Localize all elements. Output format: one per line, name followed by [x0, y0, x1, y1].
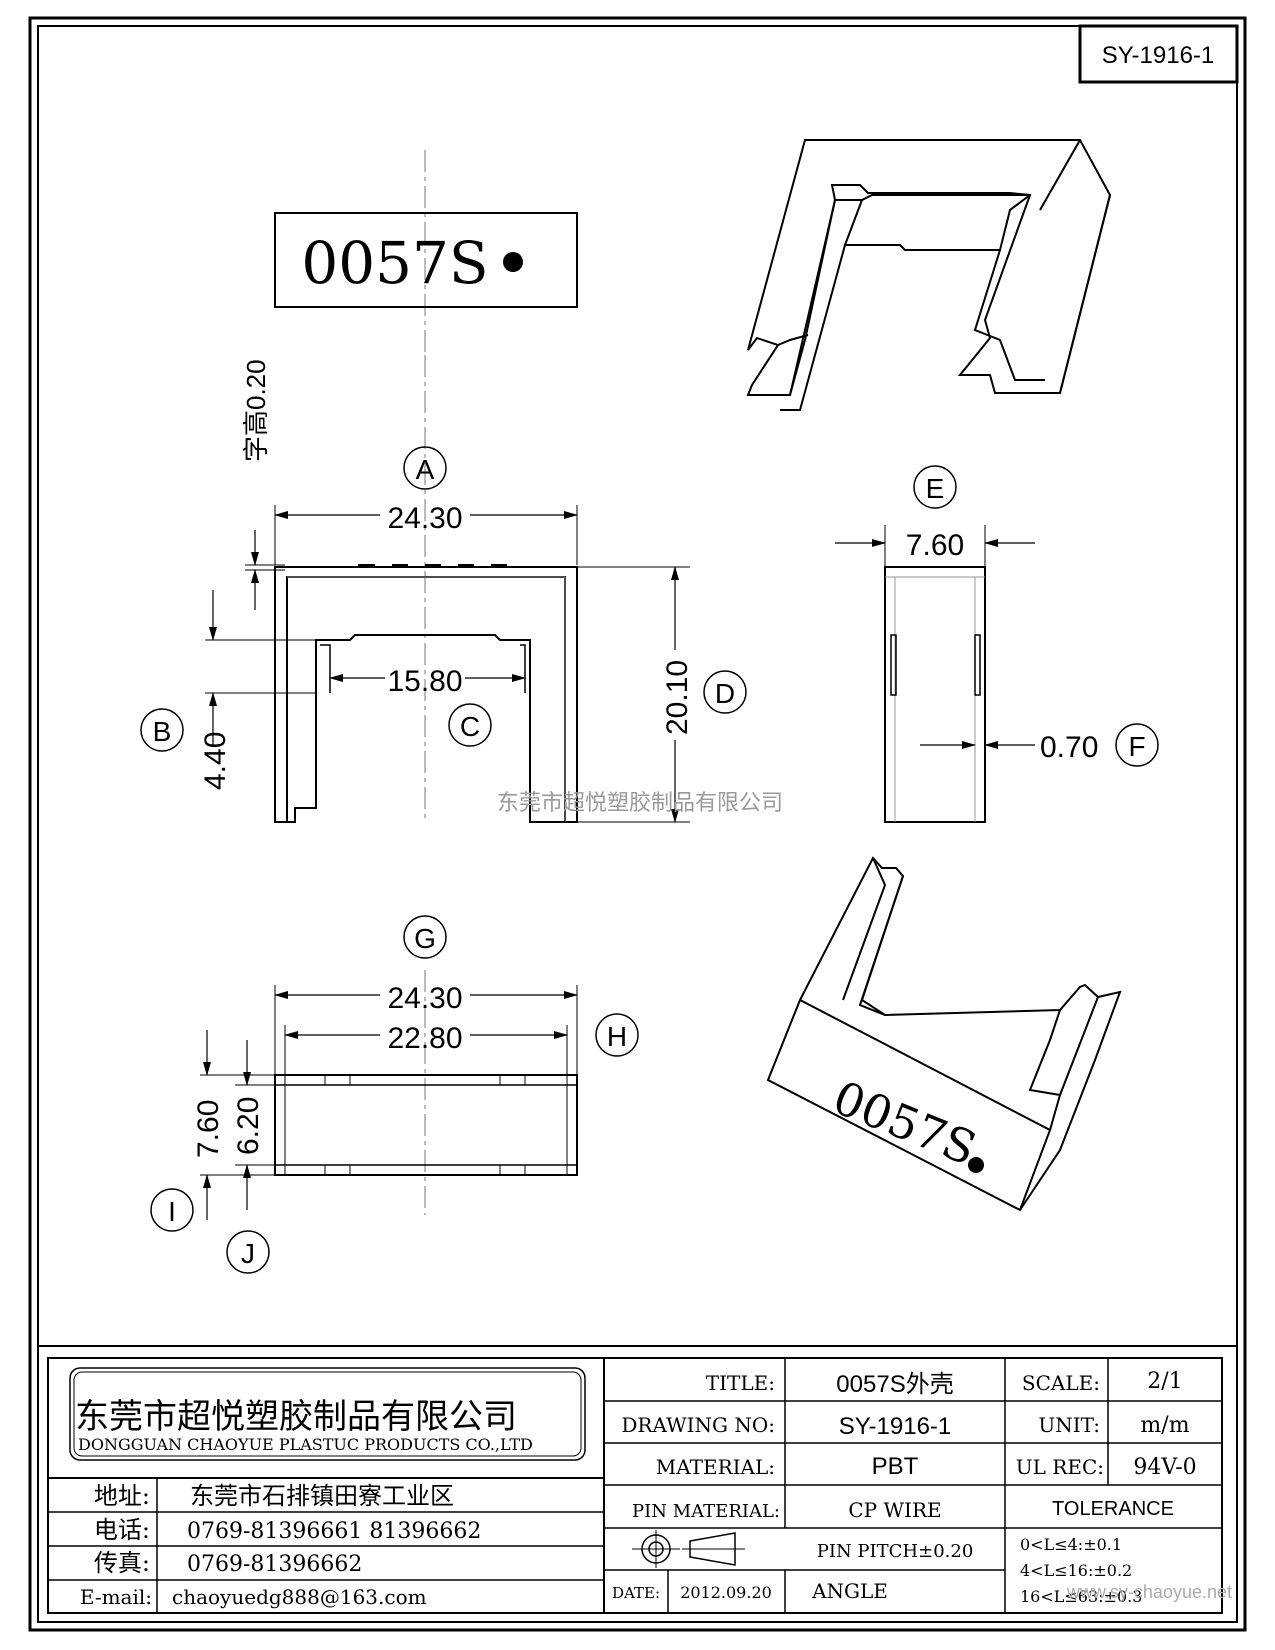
pin-material-value: CP WIRE — [848, 1498, 941, 1522]
char-height-label: 字高0.20 — [241, 359, 271, 462]
drawing-no-label: DRAWING NO: — [621, 1413, 775, 1437]
label-b: B — [153, 716, 172, 747]
title-block — [47, 1357, 1223, 1614]
iso-marking-dot — [968, 1157, 984, 1173]
label-d: D — [715, 678, 735, 709]
dim-i-value: 7.60 — [192, 1100, 225, 1158]
ul-label: UL REC: — [1016, 1455, 1104, 1479]
date-label: DATE: — [612, 1584, 660, 1602]
side-view: 7.60 E 0.70 F — [835, 465, 1159, 823]
phone-value: 0769-81396661 81396662 — [187, 1519, 481, 1544]
dim-d-value: 20.10 — [661, 660, 694, 735]
iso-marking-text: 0057S — [826, 1070, 984, 1176]
title-label: TITLE: — [706, 1371, 775, 1395]
unit-value: m/m — [1140, 1413, 1189, 1438]
drawing-no-value: SY-1916-1 — [839, 1413, 952, 1440]
tolerance-1: 0<L≤4:±0.1 — [1020, 1535, 1122, 1554]
address-label: 地址: — [94, 1482, 150, 1510]
dim-f-value: 0.70 — [1040, 731, 1098, 764]
label-e: E — [926, 473, 945, 504]
scale-value: 2/1 — [1147, 1369, 1182, 1394]
marking-dot — [503, 252, 523, 272]
tolerance-3: 16<L≤63:±0.3 — [1020, 1587, 1142, 1606]
marking-plate — [274, 212, 578, 308]
fax-label: 传真: — [94, 1549, 150, 1577]
drawing-id-box — [1078, 24, 1239, 84]
label-j: J — [241, 1238, 255, 1269]
bottom-view: 24.30 22.80 G H 7.60 6.20 I J — [150, 915, 639, 1274]
company-name-en: DONGGUAN CHAOYUE PLASTUC PRODUCTS CO.,LT… — [78, 1435, 533, 1454]
email-value: chaoyuedg888@163.com — [172, 1585, 427, 1609]
outer-border — [28, 16, 1247, 1632]
date-value: 2012.09.20 — [680, 1583, 772, 1602]
dim-a-value: 24.30 — [387, 502, 462, 535]
label-h: H — [607, 1021, 627, 1052]
fax-value: 0769-81396662 — [187, 1552, 362, 1577]
watermark-corner: www.sy-chaoyue.net — [1066, 1582, 1232, 1602]
label-a: A — [416, 454, 435, 485]
drawing-id: SY-1916-1 — [1102, 42, 1215, 69]
dim-j-value: 6.20 — [232, 1097, 265, 1155]
scale-label: SCALE: — [1022, 1371, 1100, 1395]
watermark-center: 东莞市超悦塑胶制品有限公司 — [497, 790, 783, 815]
dim-c-value: 15.80 — [387, 665, 462, 698]
email-label: E-mail: — [80, 1585, 152, 1609]
address-value: 东莞市石排镇田寮工业区 — [190, 1482, 454, 1510]
label-g: G — [414, 923, 436, 954]
ul-value: 94V-0 — [1133, 1455, 1196, 1480]
title-border — [37, 1345, 1238, 1623]
material-label: MATERIAL: — [656, 1455, 775, 1479]
phone-label: 电话: — [94, 1516, 150, 1544]
company-name-cn: 东莞市超悦塑胶制品有限公司 — [75, 1397, 517, 1437]
dim-e-value: 7.60 — [906, 529, 964, 562]
pin-material-label: PIN MATERIAL: — [632, 1501, 780, 1522]
dim-g-value: 24.30 — [387, 982, 462, 1015]
angle-label: ANGLE — [811, 1579, 888, 1603]
title-value: 0057S外壳 — [836, 1371, 953, 1398]
unit-label: UNIT: — [1038, 1413, 1100, 1437]
label-f: F — [1128, 731, 1145, 762]
dim-b-value: 4.40 — [199, 732, 232, 790]
tolerance-label: TOLERANCE — [1052, 1498, 1174, 1520]
tolerance-2: 4<L≤16:±0.2 — [1020, 1561, 1132, 1580]
dim-h-value: 22.80 — [387, 1022, 462, 1055]
pin-pitch: PIN PITCH±0.20 — [817, 1541, 974, 1562]
marking-text: 0057S — [301, 229, 488, 297]
iso-view-bottom — [766, 856, 1122, 1212]
material-value: PBT — [872, 1453, 919, 1480]
iso-view-top — [746, 139, 1112, 411]
label-c: C — [460, 711, 480, 742]
label-i: I — [168, 1196, 176, 1227]
front-view: 24.30 A 字高0.20 4.40 B 15.80 C 20.10 D — [140, 355, 747, 823]
